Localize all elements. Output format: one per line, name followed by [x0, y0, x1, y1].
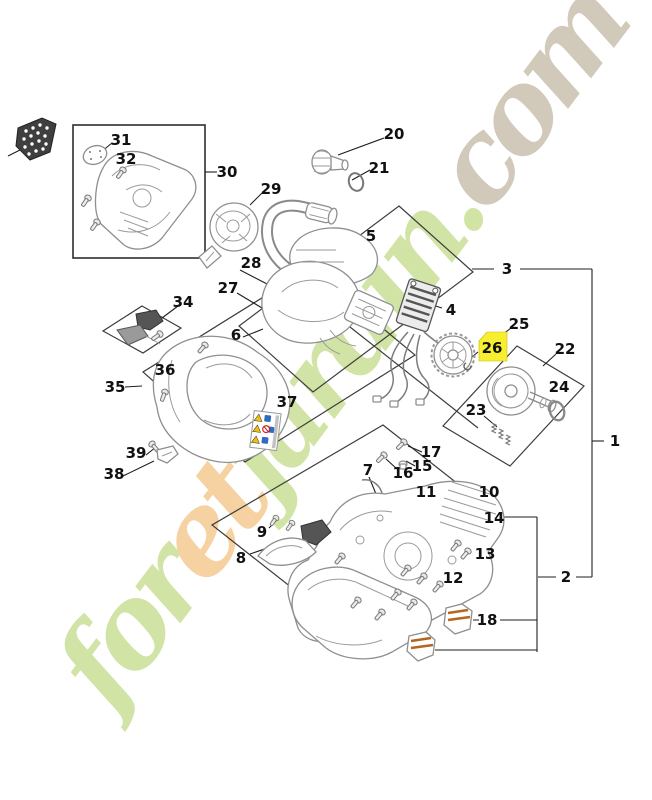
part-label-2[interactable]: 2: [561, 568, 571, 586]
part-label-18[interactable]: 18: [477, 611, 498, 629]
o-ring-24: [548, 400, 566, 422]
top-cover-drawing: [79, 144, 197, 250]
fasteners-15-16-17: [374, 437, 409, 470]
fan-cover-drawing: [198, 202, 259, 269]
part-label-38[interactable]: 38: [104, 465, 125, 483]
part-label-39[interactable]: 39: [126, 444, 147, 462]
part-label-26[interactable]: 26: [482, 339, 503, 357]
part-label-30[interactable]: 30: [217, 163, 238, 181]
air-filter-housing-drawing: [261, 227, 394, 355]
part-label-8[interactable]: 8: [236, 549, 246, 567]
highlighted-part-tag[interactable]: [478, 331, 508, 362]
filter-cap-31: [82, 144, 108, 166]
part-label-29[interactable]: 29: [261, 180, 282, 198]
part-label-15[interactable]: 15: [412, 457, 433, 475]
part-label-12[interactable]: 12: [443, 569, 464, 587]
part-label-10[interactable]: 10: [479, 483, 500, 501]
part-label-5[interactable]: 5: [366, 227, 376, 245]
part-label-22[interactable]: 22: [555, 340, 576, 358]
clutch-springs-23: [490, 422, 512, 446]
part-label-28[interactable]: 28: [241, 254, 262, 272]
part-label-4[interactable]: 4: [446, 301, 456, 319]
part-label-34[interactable]: 34: [173, 293, 194, 311]
part-label-17[interactable]: 17: [421, 443, 442, 461]
part-label-13[interactable]: 13: [475, 545, 496, 563]
part-label-25[interactable]: 25: [509, 315, 530, 333]
part-label-7[interactable]: 7: [363, 461, 373, 479]
divider-line: [349, 326, 479, 429]
part-label-20[interactable]: 20: [384, 125, 405, 143]
o-ring-21: [347, 172, 365, 192]
safety-sticker: [249, 409, 282, 452]
part-label-9[interactable]: 9: [257, 523, 267, 541]
part-label-24[interactable]: 24: [549, 378, 570, 396]
part-label-16[interactable]: 16: [393, 464, 414, 482]
part-label-14[interactable]: 14: [484, 509, 505, 527]
part-label-23[interactable]: 23: [466, 401, 487, 419]
part-label-21[interactable]: 21: [369, 159, 390, 177]
crankcase-drawing: [287, 480, 505, 660]
gasket-parts-18: [406, 603, 473, 662]
part-label-32[interactable]: 32: [116, 150, 137, 168]
chain-catcher-drawing: [116, 309, 165, 346]
brake-lever-drawing: [257, 513, 332, 566]
clutch-drawing: [486, 366, 566, 446]
prohibition-icon: [262, 425, 271, 434]
part-label-3[interactable]: 3: [502, 260, 512, 278]
part-label-31[interactable]: 31: [111, 131, 132, 149]
mesh-screen-drawing: [7, 117, 57, 161]
warning-triangle-icon: [250, 413, 263, 444]
part-label-37[interactable]: 37: [277, 393, 298, 411]
part-label-27[interactable]: 27: [218, 279, 239, 297]
group-box-30: [72, 124, 206, 259]
part-label-11[interactable]: 11: [416, 483, 437, 501]
part-label-35[interactable]: 35: [105, 378, 126, 396]
flywheel-drawing: [430, 332, 476, 378]
part-label-1[interactable]: 1: [610, 432, 620, 450]
part-drawings: [7, 117, 566, 662]
part-label-6[interactable]: 6: [231, 326, 241, 344]
switch-lever-drawing: [147, 439, 179, 464]
retainer-clip-26: [463, 362, 472, 371]
group-box-34: [101, 305, 183, 354]
group-box-22: [442, 345, 585, 467]
info-blue-icon: [261, 414, 275, 444]
part-label-36[interactable]: 36: [155, 361, 176, 379]
intake-funnel-drawing: [311, 149, 365, 192]
